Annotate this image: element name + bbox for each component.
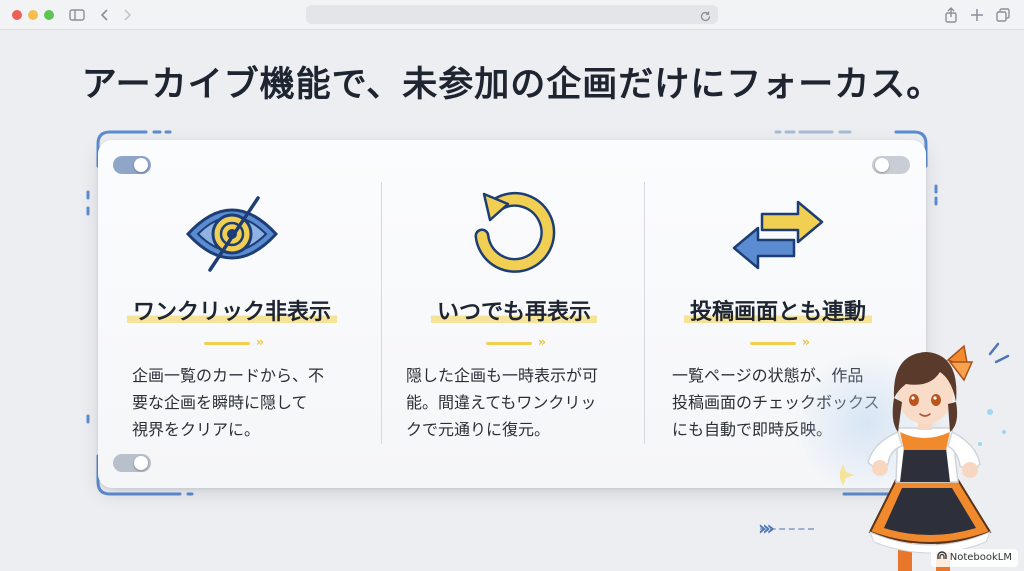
share-icon[interactable] bbox=[942, 6, 960, 24]
page-headline: アーカイブ機能で、未参加の企画だけにフォーカス。 bbox=[81, 65, 943, 105]
feature-title: 投稿画面とも連動 bbox=[683, 300, 872, 325]
feature-description: 隠した企画も一時表示が可 能。間違えてもワンクリッ クで元通りに復元。 bbox=[406, 366, 599, 439]
eye-slash-icon bbox=[182, 190, 282, 276]
back-icon[interactable] bbox=[96, 6, 114, 24]
forward-icon[interactable] bbox=[118, 6, 136, 24]
feature-title: ワンクリック非表示 bbox=[126, 300, 337, 325]
chevron-right-icon: ›› bbox=[538, 335, 546, 349]
accent-bar bbox=[750, 342, 796, 345]
reload-icon[interactable] bbox=[699, 8, 712, 22]
mascot-character-illustration bbox=[840, 342, 1010, 571]
toggle-switch-bottom-left bbox=[113, 454, 151, 472]
chevron-right-icon: ››› bbox=[758, 516, 775, 540]
minimize-window-button[interactable] bbox=[28, 10, 38, 20]
column-divider bbox=[381, 182, 382, 444]
chevron-right-icon: ›› bbox=[802, 335, 810, 349]
watermark-text: NotebookLM bbox=[949, 552, 1012, 563]
browser-toolbar bbox=[0, 0, 1024, 30]
close-window-button[interactable] bbox=[12, 10, 22, 20]
toggle-switch-top-left bbox=[113, 156, 151, 174]
chevron-right-icon: ›› bbox=[256, 335, 264, 349]
restore-icon bbox=[464, 190, 564, 276]
watermark-badge: NotebookLM bbox=[930, 549, 1018, 567]
sidebar-icon[interactable] bbox=[68, 6, 86, 24]
toggle-switch-top-right bbox=[872, 156, 910, 174]
column-divider bbox=[644, 182, 645, 444]
address-bar[interactable] bbox=[306, 5, 718, 24]
accent-bar bbox=[204, 342, 250, 345]
sync-arrows-icon bbox=[728, 190, 828, 276]
accent-bar bbox=[486, 342, 532, 345]
zoom-window-button[interactable] bbox=[44, 10, 54, 20]
tabs-overview-icon[interactable] bbox=[994, 6, 1012, 24]
feature-description: 企画一覧のカードから、不 要な企画を瞬時に隠して 視界をクリアに。 bbox=[132, 366, 325, 439]
feature-title: いつでも再表示 bbox=[430, 300, 597, 325]
new-tab-icon[interactable] bbox=[968, 6, 986, 24]
notebooklm-logo-icon bbox=[937, 550, 947, 560]
decorative-dash bbox=[760, 528, 814, 530]
